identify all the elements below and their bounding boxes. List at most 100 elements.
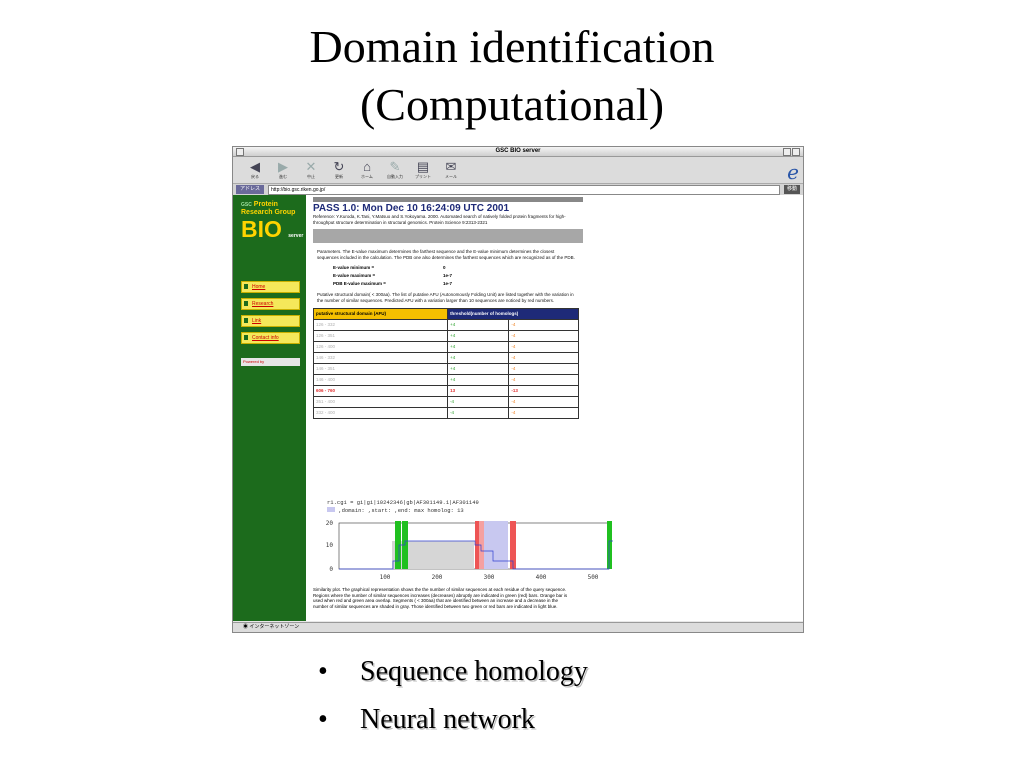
mail-button[interactable]: ✉メール bbox=[437, 160, 465, 180]
print-icon: ▤ bbox=[416, 159, 430, 174]
plot-title: r1.cgi = gi|gi|10242346|gb|AF301149.1|AF… bbox=[327, 499, 479, 506]
afu-threshold-down[interactable]: -4 bbox=[508, 318, 579, 331]
bullet-item: •Sequence homology bbox=[318, 648, 588, 696]
forward-arrow-icon: ▶ bbox=[278, 159, 288, 174]
sponsor-banner[interactable]: Powered by bbox=[241, 358, 300, 366]
autofill-icon: ✎ bbox=[389, 159, 401, 174]
afu-header-threshold: threshold(number of homologs) bbox=[447, 307, 579, 320]
print-label: プリント bbox=[415, 174, 431, 179]
afu-header-domain: putative structural domain (AFU) bbox=[312, 307, 449, 320]
nav-contact-info[interactable]: Contact info bbox=[241, 332, 300, 344]
afu-row: 146 - 400+4-4 bbox=[312, 373, 579, 386]
afu-threshold-down[interactable]: -4 bbox=[508, 329, 579, 342]
afu-threshold-up[interactable]: +4 bbox=[447, 340, 510, 353]
y-tick-10: 10 bbox=[326, 542, 334, 549]
forward-label: 進む bbox=[279, 174, 287, 179]
afu-range: 146 - 400 bbox=[312, 373, 449, 386]
pass-title: PASS 1.0: Mon Dec 10 16:24:09 UTC 2001 bbox=[313, 203, 510, 214]
series-line-2 bbox=[608, 540, 613, 569]
brand-gsc: GSC bbox=[241, 202, 252, 208]
globe-icon: ◉ bbox=[243, 624, 250, 630]
back-arrow-icon: ◀ bbox=[250, 159, 260, 174]
home-label: ホーム bbox=[361, 174, 373, 179]
afu-range: 146 - 332 bbox=[312, 351, 449, 364]
afu-range: 146 - 351 bbox=[312, 362, 449, 375]
mail-label: メール bbox=[445, 174, 457, 179]
afu-range: 126 - 400 bbox=[312, 340, 449, 353]
y-tick-20: 20 bbox=[326, 520, 334, 527]
afu-threshold-down[interactable]: -4 bbox=[508, 406, 579, 419]
afu-threshold-down[interactable]: -4 bbox=[508, 340, 579, 353]
brand-line2: Research Group bbox=[241, 209, 296, 216]
legend-swatch-domain bbox=[327, 507, 335, 512]
y-tick-0: 0 bbox=[329, 566, 333, 573]
param-value: 1e-7 bbox=[443, 273, 453, 279]
afu-threshold-up[interactable]: +4 bbox=[447, 351, 510, 364]
series-line-1 bbox=[339, 540, 609, 570]
back-button[interactable]: ◀戻る bbox=[241, 160, 269, 180]
afu-threshold-up[interactable]: -4 bbox=[447, 395, 510, 408]
nav-link[interactable]: Link bbox=[241, 315, 300, 327]
server-text: server bbox=[288, 233, 304, 239]
afu-range: 606 - 760 bbox=[312, 384, 449, 397]
home-button[interactable]: ⌂ホーム bbox=[353, 160, 381, 180]
brand-text: GSC Protein Research Group bbox=[233, 195, 306, 217]
autofill-button[interactable]: ✎自動入力 bbox=[381, 160, 409, 180]
parameters-text: Parameters. The E-value maximum determin… bbox=[317, 249, 575, 260]
close-box-icon[interactable] bbox=[236, 148, 244, 156]
afu-range: 351 - 400 bbox=[312, 395, 449, 408]
afu-threshold-up[interactable]: +4 bbox=[447, 373, 510, 386]
refresh-label: 更新 bbox=[335, 174, 343, 179]
address-input[interactable]: http://bio.gsc.riken.go.jp/ bbox=[268, 184, 780, 195]
afu-threshold-down[interactable]: -4 bbox=[508, 373, 579, 386]
autofill-label: 自動入力 bbox=[387, 174, 403, 179]
param-row: PDB E-value maximum =1e-7 bbox=[333, 280, 533, 288]
forward-button[interactable]: ▶進む bbox=[269, 160, 297, 180]
back-label: 戻る bbox=[251, 174, 259, 179]
refresh-button[interactable]: ↻更新 bbox=[325, 160, 353, 180]
afu-threshold-up[interactable]: 13 bbox=[447, 384, 510, 397]
afu-threshold-down[interactable]: -13 bbox=[508, 384, 579, 397]
mail-icon: ✉ bbox=[445, 159, 457, 174]
bio-text: BIO bbox=[241, 216, 282, 242]
slide-title-line2: (Computational) bbox=[359, 79, 665, 130]
print-button[interactable]: ▤プリント bbox=[409, 160, 437, 180]
browser-screenshot: GSC BIO server ◀戻る ▶進む ✕中止 ↻更新 ⌂ホーム ✎自動入… bbox=[232, 146, 804, 633]
pass-bar bbox=[313, 197, 583, 202]
bullet-list: •Sequence homology •Neural network bbox=[318, 648, 588, 744]
main-content: PASS 1.0: Mon Dec 10 16:24:09 UTC 2001 R… bbox=[312, 197, 583, 419]
plot-legend-text: ,domain: ,start: ,end: max homolog: 13 bbox=[338, 507, 464, 514]
afu-threshold-down[interactable]: -4 bbox=[508, 351, 579, 364]
stop-icon: ✕ bbox=[305, 159, 317, 174]
afu-threshold-down[interactable]: -4 bbox=[508, 362, 579, 375]
param-key: E-value minimum = bbox=[333, 265, 375, 271]
zoom-box-icon[interactable] bbox=[783, 148, 791, 156]
nav-home[interactable]: Home bbox=[241, 281, 300, 293]
browser-toolbar: ◀戻る ▶進む ✕中止 ↻更新 ⌂ホーム ✎自動入力 ▤プリント ✉メール e bbox=[233, 157, 803, 184]
afu-text: Putative structural domain( < 300aa). Th… bbox=[317, 292, 574, 303]
stop-button[interactable]: ✕中止 bbox=[297, 160, 325, 180]
param-value: 1e-7 bbox=[443, 281, 453, 287]
go-button[interactable]: 移動 bbox=[783, 185, 800, 194]
nav-research[interactable]: Research bbox=[241, 298, 300, 310]
collapse-box-icon[interactable] bbox=[792, 148, 800, 156]
address-label: アドレス bbox=[236, 185, 265, 194]
afu-row: 332 - 400-4-4 bbox=[312, 406, 579, 419]
brand-line1: Protein bbox=[253, 201, 278, 208]
bullet-dot: • bbox=[318, 704, 328, 735]
bullet-text: Sequence homology bbox=[360, 656, 588, 687]
status-text: インターネットゾーン bbox=[249, 624, 300, 630]
afu-range: 332 - 400 bbox=[312, 406, 449, 419]
green-bar-1 bbox=[395, 521, 401, 569]
x-tick: 200 bbox=[432, 574, 443, 581]
afu-threshold-up[interactable]: -4 bbox=[447, 406, 510, 419]
afu-threshold-up[interactable]: +4 bbox=[447, 329, 510, 342]
afu-threshold-up[interactable]: +4 bbox=[447, 318, 510, 331]
afu-threshold-up[interactable]: +4 bbox=[447, 362, 510, 375]
afu-row: 146 - 351+4-4 bbox=[312, 362, 579, 375]
plot-labels: r1.cgi = gi|gi|10242346|gb|AF301149.1|AF… bbox=[327, 499, 479, 515]
afu-threshold-down[interactable]: -4 bbox=[508, 395, 579, 408]
afu-range: 126 - 332 bbox=[312, 318, 449, 331]
param-key: E-value maximum = bbox=[333, 273, 376, 279]
